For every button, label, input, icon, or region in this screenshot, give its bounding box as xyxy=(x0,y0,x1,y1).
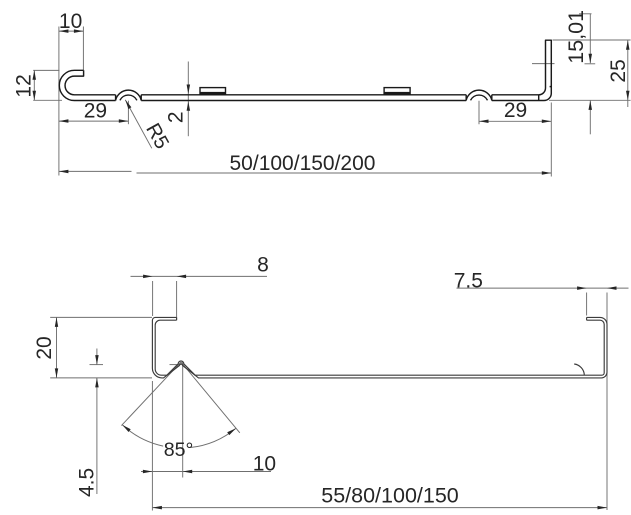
svg-text:25: 25 xyxy=(607,59,630,82)
svg-text:15,01: 15,01 xyxy=(564,10,588,64)
svg-text:20: 20 xyxy=(33,336,56,359)
svg-text:50/100/150/200: 50/100/150/200 xyxy=(230,152,376,175)
svg-text:8: 8 xyxy=(257,253,269,276)
svg-text:2: 2 xyxy=(165,111,188,123)
svg-text:10: 10 xyxy=(59,10,82,33)
svg-text:55/80/100/150: 55/80/100/150 xyxy=(321,484,459,508)
svg-text:10: 10 xyxy=(253,452,276,475)
svg-text:7.5: 7.5 xyxy=(454,270,483,293)
svg-text:4.5: 4.5 xyxy=(76,468,99,497)
svg-text:R5: R5 xyxy=(141,120,173,153)
svg-text:29: 29 xyxy=(84,100,107,123)
svg-text:12: 12 xyxy=(13,74,36,97)
svg-text:29: 29 xyxy=(504,99,527,122)
svg-text:85°: 85° xyxy=(164,439,194,461)
